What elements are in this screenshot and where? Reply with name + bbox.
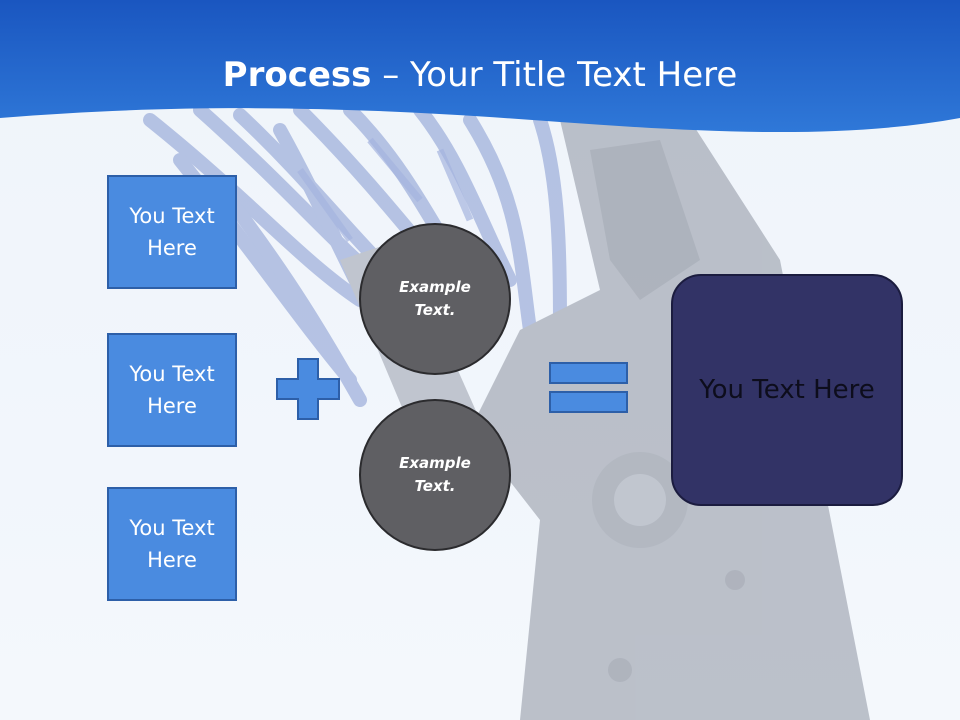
circle-line1: Example (399, 278, 471, 296)
input-box-line2: Here (147, 548, 197, 572)
input-box-line1: You Text (129, 516, 215, 540)
header-banner (0, 0, 960, 133)
result-box[interactable]: You Text Here (671, 274, 903, 506)
equals-icon (549, 362, 628, 413)
input-box-line2: Here (147, 394, 197, 418)
title-rest: Your Title Text Here (410, 55, 738, 95)
title-bold: Process (222, 55, 372, 95)
circle-line2: Text. (414, 477, 456, 495)
circle-line2: Text. (414, 301, 456, 319)
result-text: You Text Here (699, 375, 875, 405)
input-box-line1: You Text (129, 362, 215, 386)
title-dash: – (371, 55, 411, 95)
input-box-line1: You Text (129, 204, 215, 228)
plus-icon (276, 358, 340, 420)
input-box-line2: Here (147, 236, 197, 260)
circle-line1: Example (399, 454, 471, 472)
page-title: Process – Your Title Text Here (0, 52, 960, 98)
